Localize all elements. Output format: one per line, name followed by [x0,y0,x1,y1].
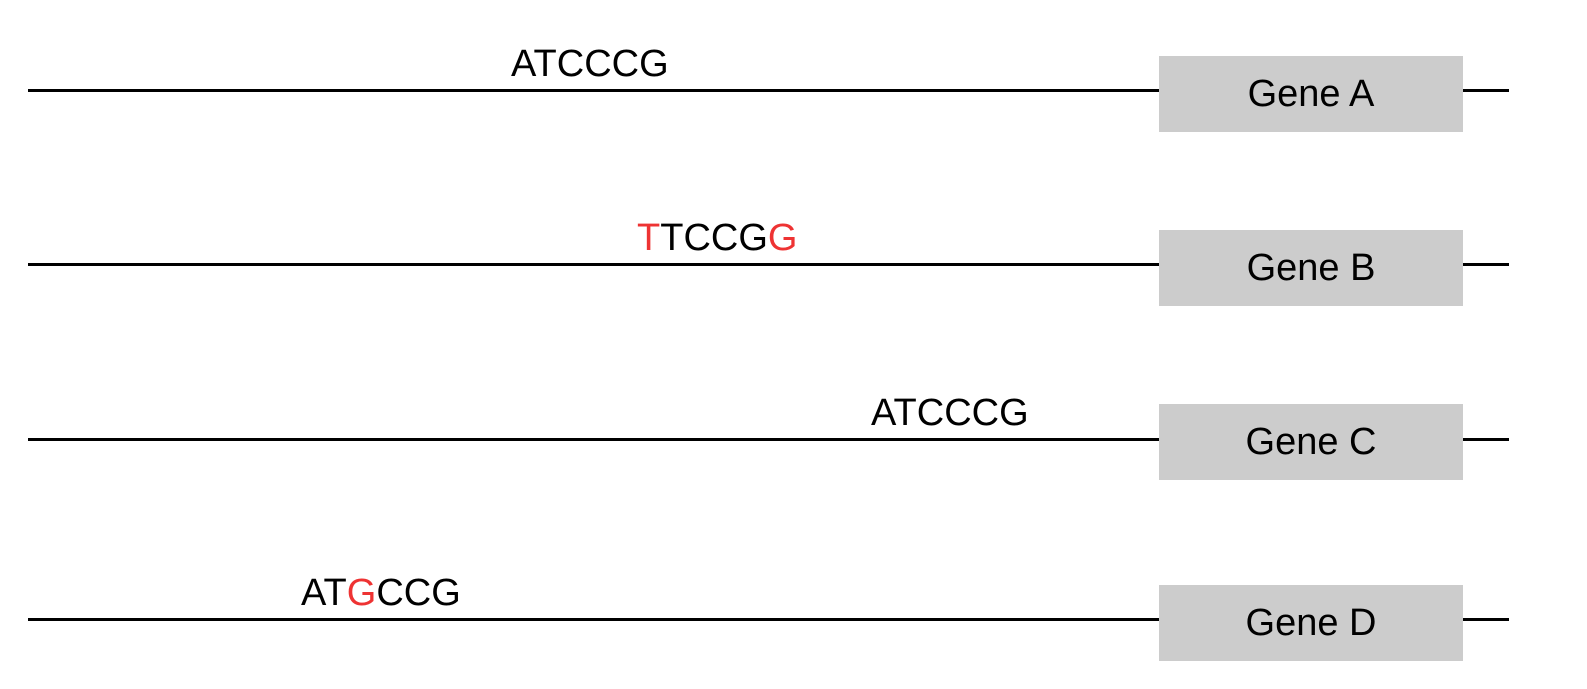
dna-line-left [28,263,1159,266]
nucleotide: C [683,217,711,259]
nucleotide: C [916,392,945,434]
dna-line-right [1463,438,1509,441]
track-gene-b: TTCCGG Gene B [0,174,1587,334]
nucleotide: C [611,43,640,85]
dna-line-left [28,438,1159,441]
dna-line-right [1463,263,1509,266]
sequence-motif: TTCCGG [637,219,797,257]
nucleotide: T [323,572,347,614]
dna-line-left [28,89,1159,92]
gene-label: Gene B [1246,246,1376,289]
nucleotide: C [376,572,404,614]
nucleotide: G [639,43,669,85]
dna-line-right [1463,89,1509,92]
nucleotide: T [893,392,917,434]
nucleotide: A [511,43,534,85]
nucleotide: G [738,217,768,259]
nucleotide: G [431,572,461,614]
sequence-motif: ATCCCG [511,45,669,83]
gene-label: Gene D [1245,601,1377,644]
gene-box: Gene A [1159,56,1463,132]
nucleotide: C [944,392,972,434]
track-gene-a: ATCCCG Gene A [0,0,1587,160]
nucleotide: C [971,392,1000,434]
mutated-nucleotide: G [346,572,377,614]
track-gene-c: ATCCCG Gene C [0,349,1587,509]
nucleotide: G [999,392,1029,434]
gene-box: Gene B [1159,230,1463,306]
track-gene-d: ATGCCG Gene D [0,529,1587,689]
nucleotide: C [584,43,612,85]
dna-line-right [1463,618,1509,621]
nucleotide: C [556,43,585,85]
dna-line-left [28,618,1159,621]
nucleotide: C [403,572,432,614]
nucleotide: A [871,392,894,434]
gene-box: Gene D [1159,585,1463,661]
gene-box: Gene C [1159,404,1463,480]
nucleotide: T [533,43,557,85]
mutated-nucleotide: G [767,217,798,259]
nucleotide: A [301,572,324,614]
sequence-motif: ATGCCG [301,574,461,612]
nucleotide: C [710,217,739,259]
gene-label: Gene A [1247,72,1375,115]
gene-label: Gene C [1245,420,1377,463]
nucleotide: T [660,217,684,259]
sequence-motif: ATCCCG [871,394,1029,432]
mutated-nucleotide: T [637,217,661,259]
